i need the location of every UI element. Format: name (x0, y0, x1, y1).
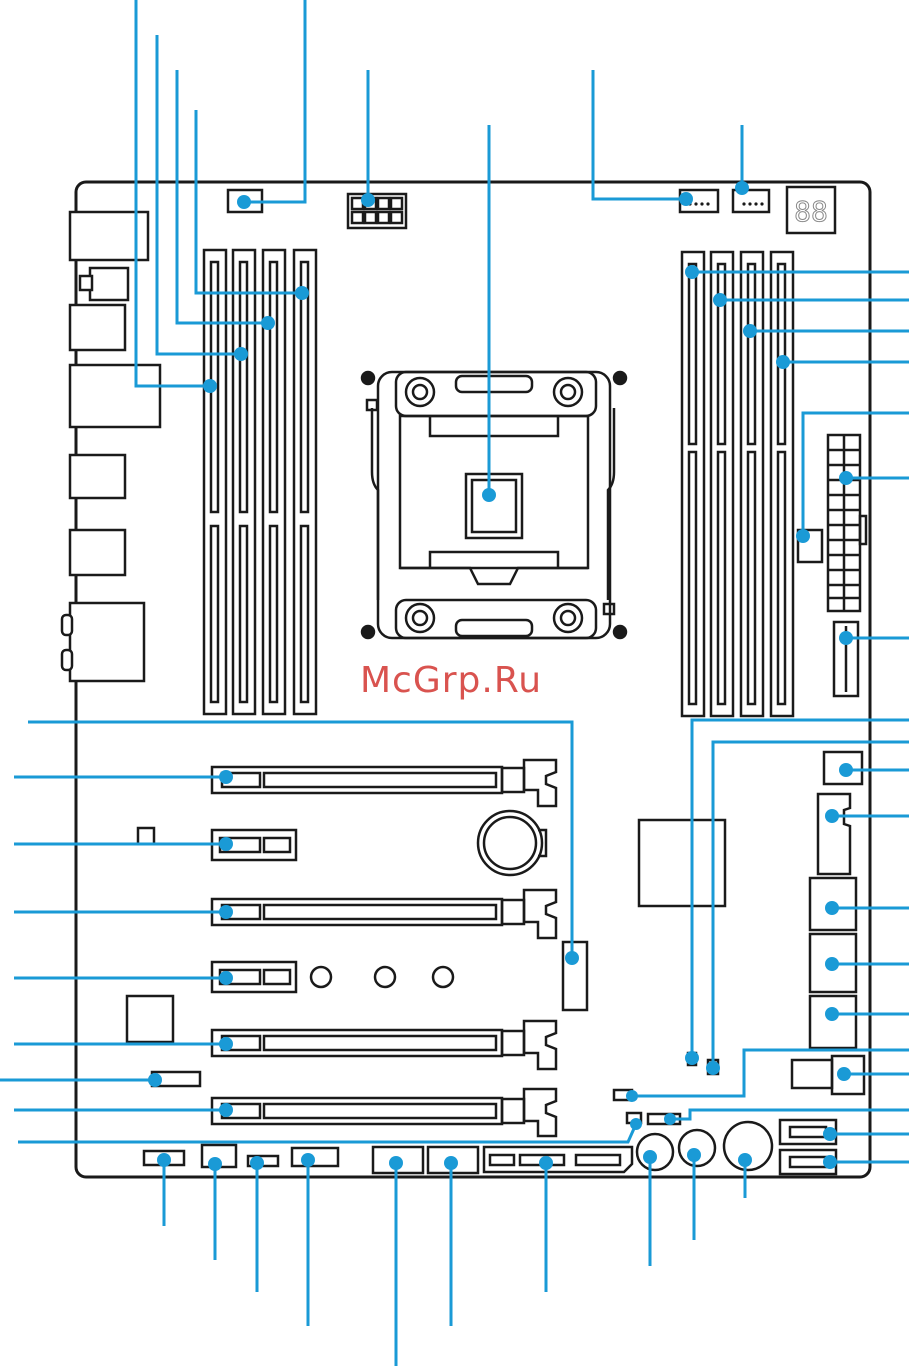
bottom-header-4 (290, 1146, 340, 1168)
dimm-slot-right-2 (709, 250, 735, 718)
standoff-hole-1 (309, 965, 333, 989)
u2-connector (816, 792, 852, 876)
small-3pin-header-right (796, 528, 824, 564)
dimm-slot-left-3 (261, 248, 287, 716)
cpu-power-8pin-connector (346, 192, 408, 230)
standoff-hole-3 (431, 965, 455, 989)
power-button (822, 750, 864, 786)
pcie-x16-slot-3 (210, 1019, 558, 1071)
dimm-slot-right-4 (769, 250, 795, 718)
dimm-slots-left (202, 248, 318, 716)
watermark-text: McGrp.Ru (360, 660, 543, 701)
fan-header-top-right-2 (731, 188, 771, 214)
cmos-battery (476, 809, 548, 877)
rgb-header-block (790, 1058, 834, 1090)
bottom-round-button-2 (677, 1128, 717, 1168)
dimm-slots-right (680, 250, 795, 718)
small-jumper-square (136, 826, 156, 846)
pcie-x16-slot-4 (210, 1087, 558, 1138)
standoff-hole-2 (373, 965, 397, 989)
cpu-socket (360, 370, 628, 640)
chipset (637, 818, 727, 908)
io-usb-stack-1 (68, 303, 127, 352)
debug-led-display: 88 (785, 185, 837, 235)
io-usb-stack-3 (68, 528, 127, 577)
callout-dots (148, 181, 853, 1171)
m2-slot (561, 940, 589, 1012)
bottom-sata-pair (482, 1145, 634, 1174)
debug-led-digits: 88 (794, 195, 828, 228)
dimm-slot-left-4 (292, 248, 318, 716)
io-usb-stack-2 (68, 453, 127, 500)
bottom-round-button-1 (635, 1132, 675, 1172)
expansion-slots (210, 758, 558, 1138)
bottom-headers (142, 1143, 634, 1175)
pcie-x16-slot-1 (210, 758, 558, 808)
audio-chip (125, 994, 175, 1044)
sata-block-1 (808, 876, 858, 932)
bottom-header-5 (371, 1145, 425, 1175)
bottom-round-button-3 (722, 1120, 774, 1172)
cpu-die-outline (464, 472, 524, 540)
dimm-slot-right-3 (739, 250, 765, 718)
io-audio-stack (68, 601, 146, 683)
bottom-header-6 (426, 1145, 480, 1175)
rear-io-panel (60, 210, 162, 683)
io-clear-cmos-button (88, 266, 130, 302)
dimm-slot-left-2 (231, 248, 257, 716)
pcie-x16-slot-2 (210, 888, 558, 940)
misc-components (125, 750, 866, 1176)
dimm-slot-right-1 (680, 250, 706, 718)
atx-24pin-power-connector (826, 433, 868, 613)
io-usb-lan-stack (68, 363, 162, 429)
dimm-slot-left-1 (202, 248, 228, 716)
sata-block-3 (808, 994, 858, 1050)
